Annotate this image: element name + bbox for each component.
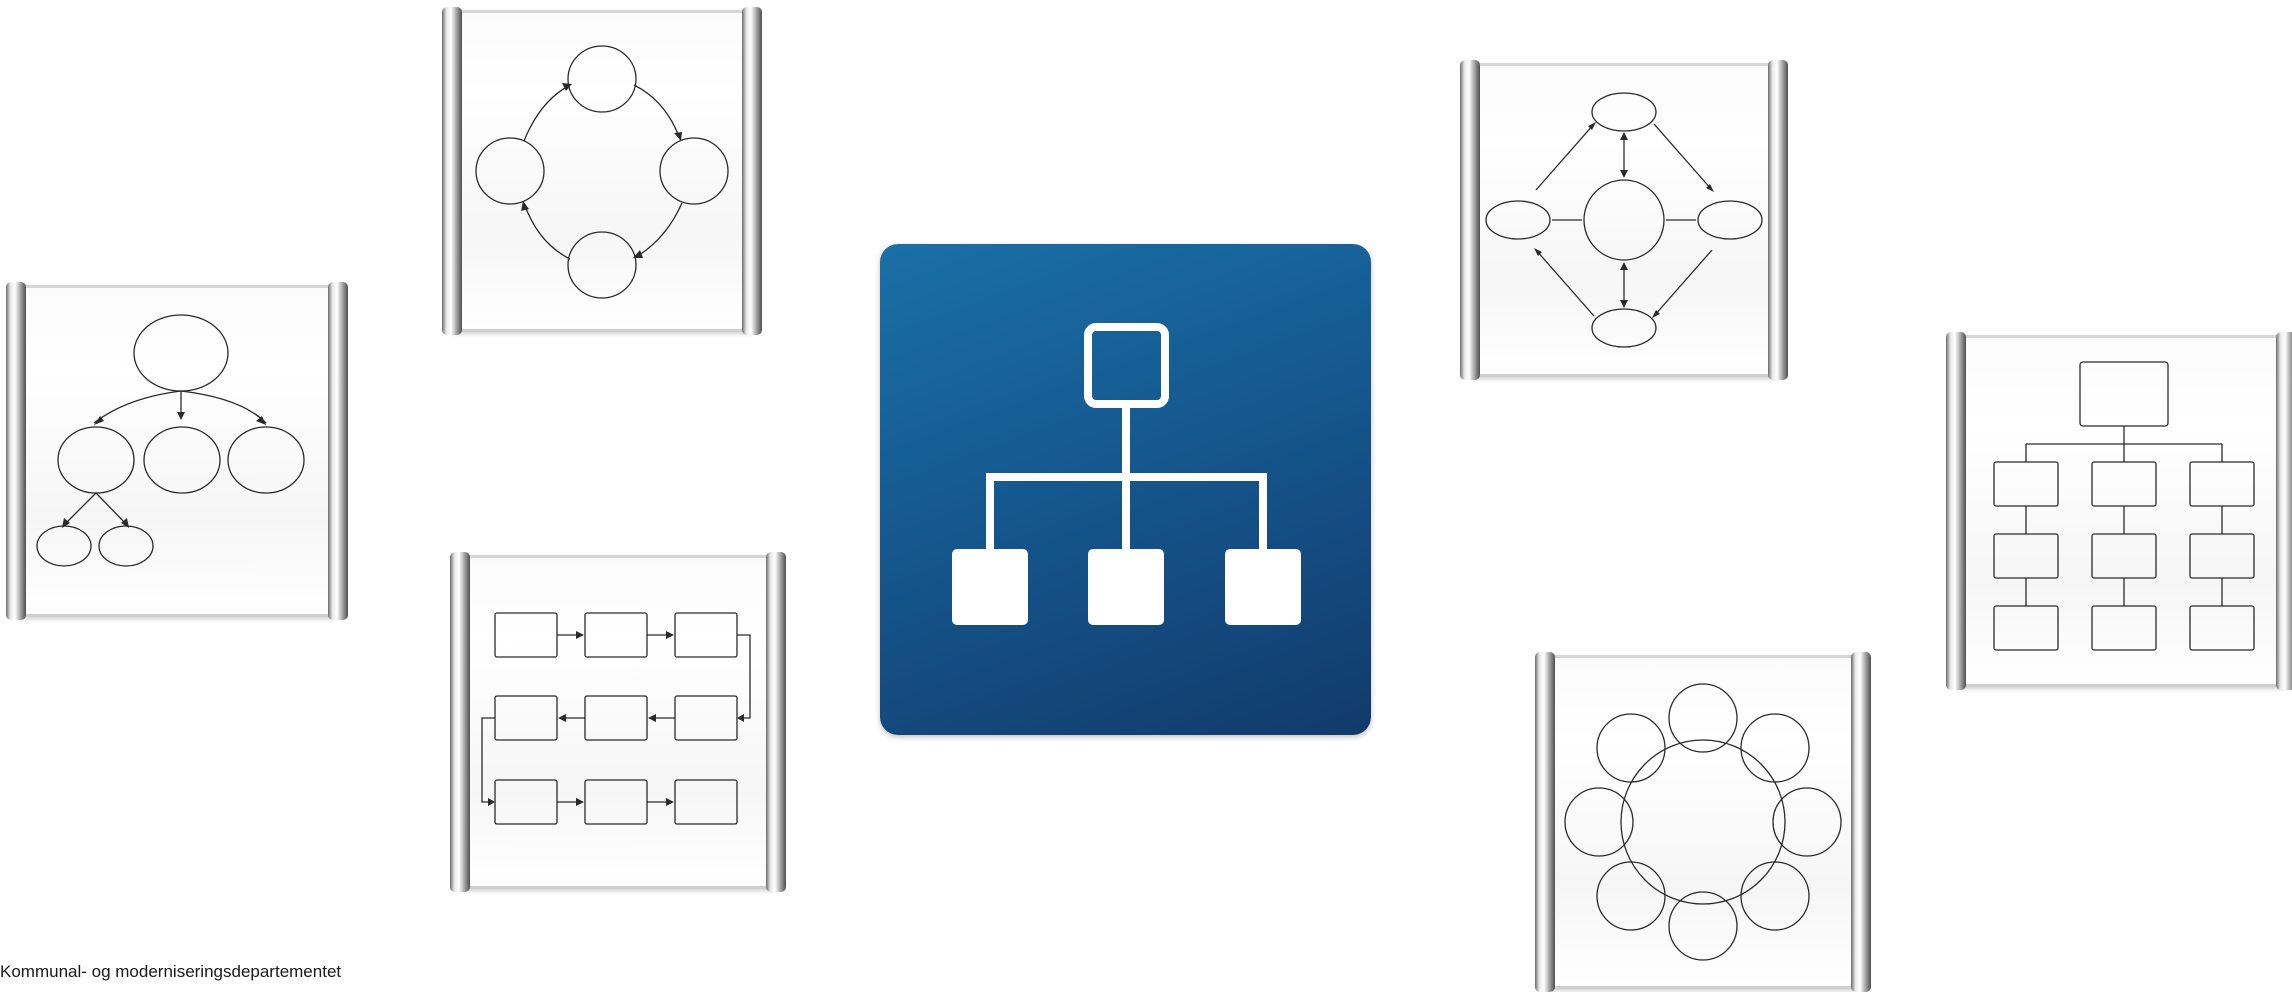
ring-of-circles-sketch-icon bbox=[1564, 683, 1842, 961]
circle-ring-board bbox=[1535, 652, 1871, 992]
process-flow-board bbox=[450, 552, 786, 892]
org-chart-icon bbox=[952, 323, 1301, 625]
org-chart-sketch-icon bbox=[1993, 361, 2255, 651]
footer-credit: Kommunal- og moderniseringsdepartementet bbox=[0, 962, 342, 981]
cycle-sketch-icon bbox=[475, 45, 729, 299]
org-chart-tile bbox=[880, 244, 1371, 735]
process-flow-sketch-icon bbox=[481, 612, 751, 825]
tree-diagram-board bbox=[6, 282, 348, 620]
hub-diagram-board bbox=[1460, 60, 1788, 380]
hub-spoke-sketch-icon bbox=[1485, 92, 1763, 348]
org-chart-board bbox=[1946, 332, 2292, 690]
cycle-diagram-board bbox=[442, 7, 762, 335]
hierarchy-tree-sketch-icon bbox=[36, 314, 305, 567]
